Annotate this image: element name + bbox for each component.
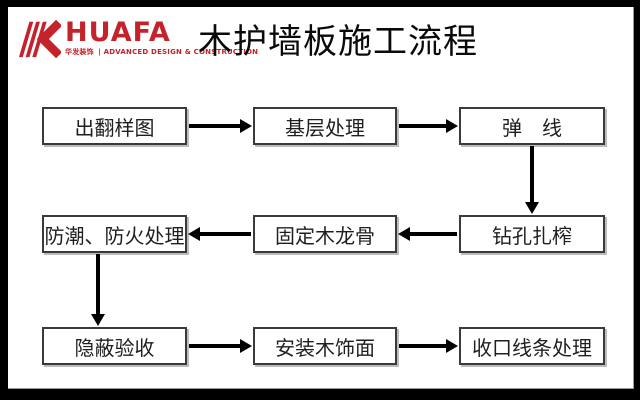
arrowhead-right-icon (446, 119, 458, 133)
slide-title: 木护墙板施工流程 (198, 22, 478, 62)
flow-step-snap-line: 弹 线 (459, 107, 605, 145)
arrowhead-left-icon (188, 227, 200, 241)
flow-step-install-wood-veneer: 安装木饰面 (253, 327, 397, 365)
arrowhead-right-icon (240, 119, 252, 133)
flow-step-base-treatment: 基层处理 (253, 107, 397, 145)
arrowhead-down-icon (525, 202, 539, 214)
logo-tagline-en: | ADVANCED DESIGN & CONSTRUCTION (98, 48, 259, 56)
flow-step-drill-holes: 钻孔扎榨 (459, 215, 605, 253)
arrowhead-right-icon (446, 339, 458, 353)
slide-canvas: HUAFA 华发装饰 | ADVANCED DESIGN & CONSTRUCT… (8, 7, 634, 389)
flow-step-edge-trim-treatment: 收口线条处理 (459, 327, 605, 365)
logo-brand-text: HUAFA (65, 17, 171, 48)
flow-step-shop-drawings: 出翻样图 (42, 107, 187, 145)
logo-tagline: 华发装饰 | ADVANCED DESIGN & CONSTRUCTION (65, 48, 258, 57)
flow-step-fix-wood-keel: 固定木龙骨 (253, 215, 397, 253)
flow-step-concealed-acceptance: 隐蔽验收 (42, 327, 187, 365)
huafa-logo: HUAFA 华发装饰 | ADVANCED DESIGN & CONSTRUCT… (17, 18, 258, 60)
logo-text: HUAFA 华发装饰 | ADVANCED DESIGN & CONSTRUCT… (65, 18, 258, 57)
huafa-k-logo-icon (18, 19, 61, 59)
flow-step-moisture-fire-treatment: 防潮、防火处理 (42, 215, 187, 253)
arrowhead-right-icon (240, 339, 252, 353)
arrowhead-down-icon (91, 314, 105, 326)
logo-tagline-cn: 华发装饰 (65, 48, 94, 56)
arrowhead-left-icon (398, 227, 410, 241)
